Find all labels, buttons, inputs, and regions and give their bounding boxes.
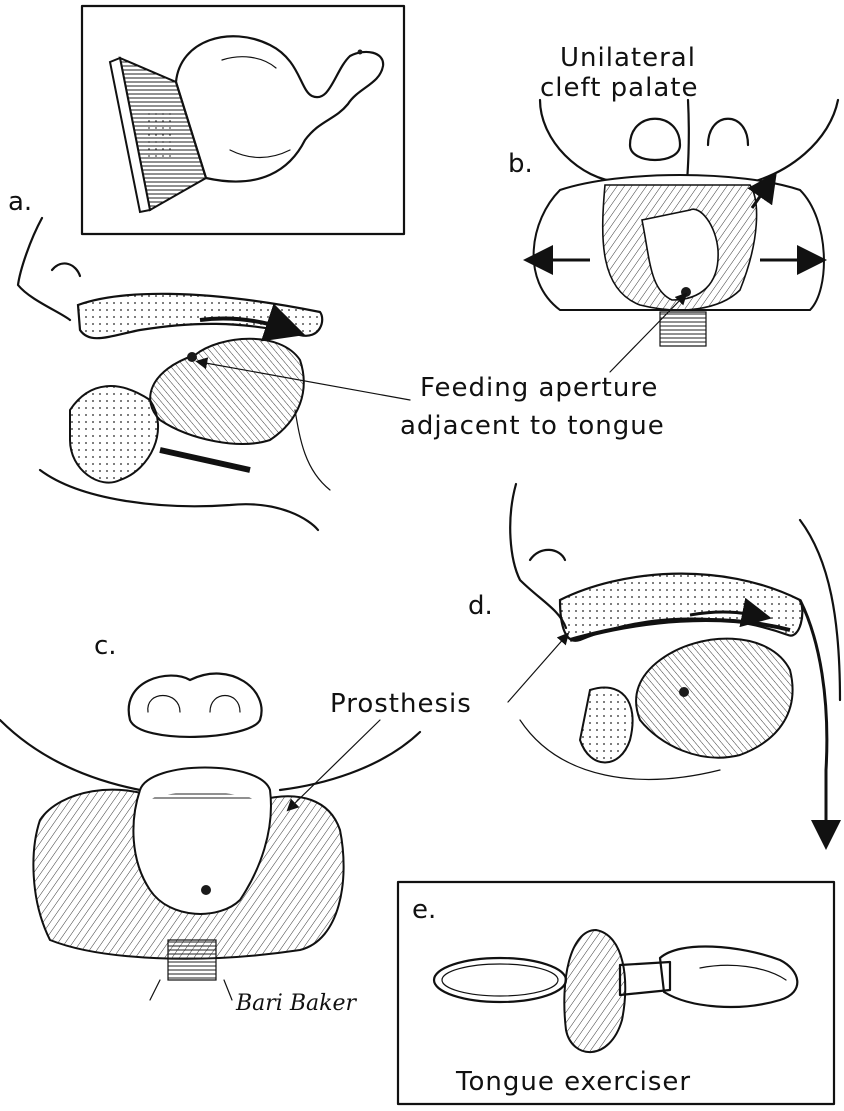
feeding-aperture-dot-c <box>201 885 211 895</box>
panel-c-letter: c. <box>94 631 117 661</box>
label-adjacent-to-tongue: adjacent to tongue <box>400 411 665 441</box>
nipple-bulb <box>176 36 383 181</box>
panel-a-letter: a. <box>8 187 32 217</box>
inset-nipple-prosthesis <box>82 6 404 234</box>
label-tongue-exerciser: Tongue exerciser <box>455 1067 691 1097</box>
panel-a-sagittal: a. <box>8 187 330 530</box>
exerciser-tongue-piece <box>660 946 797 1006</box>
panel-d-sagittal-prosthesis: d. <box>468 484 840 838</box>
panel-c-palate-prosthesis: c. <box>0 631 420 1000</box>
feeding-aperture-dot-d <box>679 687 689 697</box>
panel-d-letter: d. <box>468 591 493 621</box>
panel-e-letter: e. <box>412 895 436 925</box>
inset-tongue-exerciser: e. Tongue exerciser <box>398 882 834 1104</box>
panel-b-letter: b. <box>508 149 533 179</box>
label-prosthesis: Prosthesis <box>330 689 472 719</box>
prosthesis-callout: Prosthesis <box>290 636 566 808</box>
feeding-aperture-dot-a <box>187 352 197 362</box>
label-feeding-aperture: Feeding aperture <box>420 373 658 403</box>
artist-signature: Bari Baker <box>235 991 357 1016</box>
label-unilateral: Unilateral <box>560 43 696 73</box>
panel-b-cleft-palate: b. Unilateral cleft palate <box>508 43 838 346</box>
label-cleft-palate: cleft palate <box>540 73 698 103</box>
feeding-aperture-dot-b <box>681 287 691 297</box>
exerciser-shield <box>564 930 625 1052</box>
